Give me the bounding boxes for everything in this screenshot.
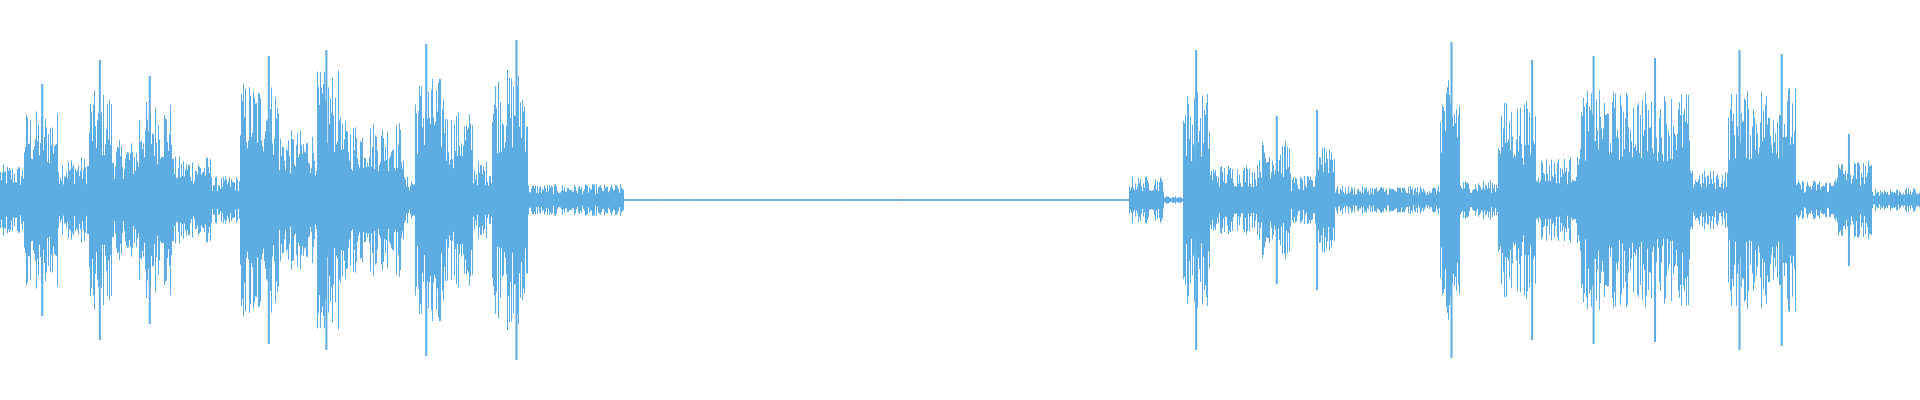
waveform-body [0, 70, 1920, 330]
waveform-samples [0, 40, 1920, 360]
